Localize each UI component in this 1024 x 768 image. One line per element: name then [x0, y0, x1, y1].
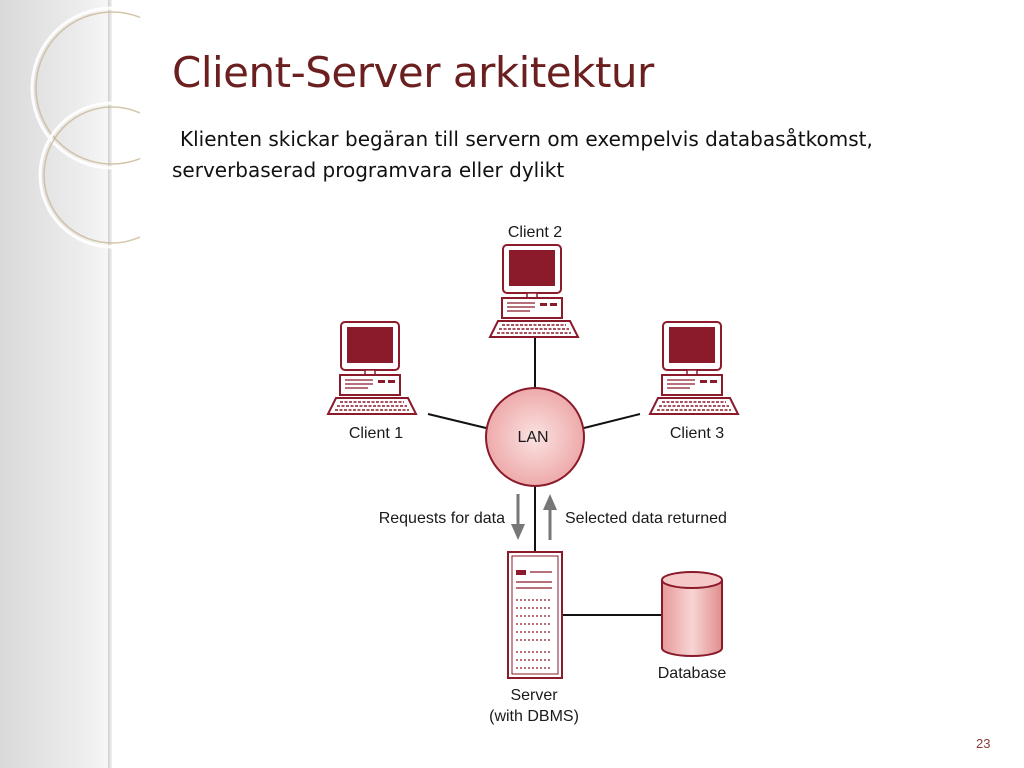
- selected-data-returned-label: Selected data returned: [565, 510, 727, 527]
- server-dbms-label: (with DBMS): [489, 708, 579, 725]
- server-label: Server: [510, 687, 558, 704]
- slide-title: Client-Server arkitektur: [172, 48, 654, 97]
- return-arrow-icon: [543, 494, 557, 540]
- server-tower-icon: [507, 551, 563, 679]
- client-1-label: Client 1: [349, 425, 403, 442]
- subtitle-line-2: serverbaserad programvara eller dylikt: [172, 158, 565, 182]
- slide-subtitle: Klienten skickar begäran till servern om…: [172, 124, 992, 186]
- database-cylinder-icon: [661, 571, 723, 657]
- requests-for-data-label: Requests for data: [379, 510, 505, 527]
- lan-label: LAN: [517, 429, 548, 446]
- page-number: 23: [976, 736, 991, 751]
- subtitle-line-1: Klienten skickar begäran till servern om…: [180, 127, 873, 151]
- side-panel-edge: [108, 0, 112, 768]
- link-client1-lan: [427, 413, 487, 429]
- decorative-rings: [30, 6, 140, 249]
- client-1-computer-icon: [327, 321, 417, 415]
- client-3-computer-icon: [649, 321, 739, 415]
- lan-node: [485, 387, 585, 487]
- client-2-label: Client 2: [508, 224, 562, 241]
- database-label: Database: [658, 665, 727, 682]
- client-3-label: Client 3: [670, 425, 724, 442]
- link-client3-lan: [583, 413, 641, 429]
- request-arrow-icon: [511, 494, 525, 540]
- client-2-computer-icon: [489, 244, 579, 338]
